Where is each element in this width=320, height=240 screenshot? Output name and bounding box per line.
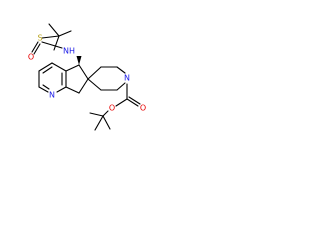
bond [102,115,111,130]
bond [42,66,53,74]
bond [38,86,49,93]
bond [65,64,80,72]
pyridine-nitrogen-label: N [49,91,55,100]
bond [33,43,41,55]
ester-oxygen-label: O [109,104,115,113]
sulfinyl-oxygen-label: O [28,53,34,62]
bond [87,78,102,91]
carbonyl-oxygen-label: O [140,104,146,113]
bond [102,110,109,117]
piperidine-nitrogen-label: N [124,74,130,83]
bond [31,41,39,53]
bonds [31,23,141,131]
sulfur-label: S [37,34,42,43]
bond [78,64,89,80]
bond [87,66,102,80]
bond [56,86,67,93]
bond [58,30,72,37]
bond [41,35,60,39]
wedge-bond [76,56,82,65]
bond [51,62,67,72]
bond [78,78,89,94]
bond [94,115,104,131]
bond [41,41,63,49]
atom-labels: S O NH N N O O [28,34,146,113]
bond [48,23,60,37]
bond [128,96,141,105]
bond [53,35,60,51]
bond [89,112,104,117]
chemical-structure: S O NH N N O O [28,23,146,131]
amine-label: NH [63,47,75,56]
bond [126,98,139,107]
bond [115,98,128,107]
bond [116,82,126,91]
bond [42,84,50,90]
bond [116,66,126,74]
bond [65,86,80,94]
bond [38,62,53,72]
